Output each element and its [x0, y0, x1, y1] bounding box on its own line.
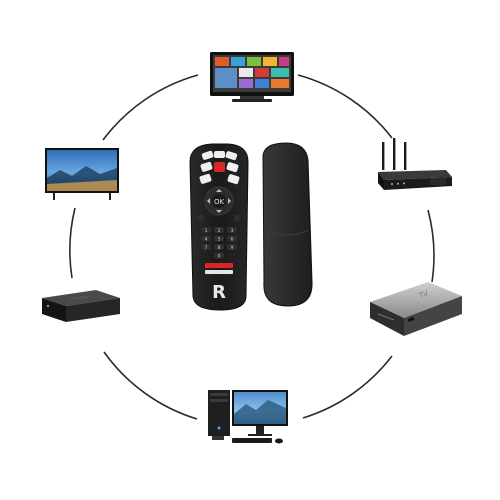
remote-back	[262, 142, 313, 307]
keypad-key-label: 0	[218, 254, 221, 260]
remote-brand-letter: R	[212, 282, 226, 303]
keypad-key	[214, 252, 224, 259]
keypad-key	[227, 244, 237, 250]
keypad-key-label: 6	[231, 237, 234, 243]
keypad-key-label: 5	[218, 237, 221, 243]
keypad-key-label: 2	[218, 228, 221, 234]
keypad-key-label: 7	[205, 245, 208, 251]
keypad-key	[214, 244, 224, 250]
keypad-key-label: 1	[205, 228, 208, 234]
ok-button-label: OK	[214, 198, 225, 206]
ring-arc-top-right	[297, 74, 393, 139]
keypad-key-label: 4	[205, 237, 208, 243]
remote-top-buttons	[199, 150, 240, 185]
keypad-key-label: 9	[231, 245, 234, 251]
tv-box-icon: TV	[370, 282, 462, 336]
keypad-key	[214, 227, 224, 233]
remote-keypad: 1 2 3 4 5 6 7 8 9 0	[201, 227, 237, 260]
keypad-key	[214, 235, 224, 242]
keypad-key	[227, 235, 237, 242]
smart-tv-icon	[210, 52, 294, 102]
keypad-key	[201, 227, 211, 233]
ring-arc-top-left	[102, 74, 199, 141]
ring-arc-right	[427, 209, 435, 283]
keypad-key	[201, 244, 211, 250]
connection-ring	[69, 74, 435, 420]
ring-arc-bottom-right	[302, 355, 393, 419]
television-icon	[45, 148, 119, 200]
remote-accent-bar	[205, 263, 233, 268]
svg-text:TV: TV	[417, 289, 429, 300]
keypad-key	[201, 235, 211, 242]
router-icon	[378, 138, 452, 190]
desktop-computer-icon	[208, 390, 288, 444]
desktop-tower-icon	[42, 290, 120, 322]
keypad-key	[227, 227, 237, 233]
remote-dpad: OK	[197, 186, 241, 222]
keypad-key-label: 3	[231, 228, 234, 234]
ring-arc-left	[69, 207, 76, 279]
keypad-key-label: 8	[218, 245, 221, 251]
remote-front: OK 1 2 3 4 5 6 7 8 9 0 R	[189, 143, 249, 311]
power-button	[214, 162, 225, 172]
ring-arc-bottom-left	[103, 351, 198, 420]
